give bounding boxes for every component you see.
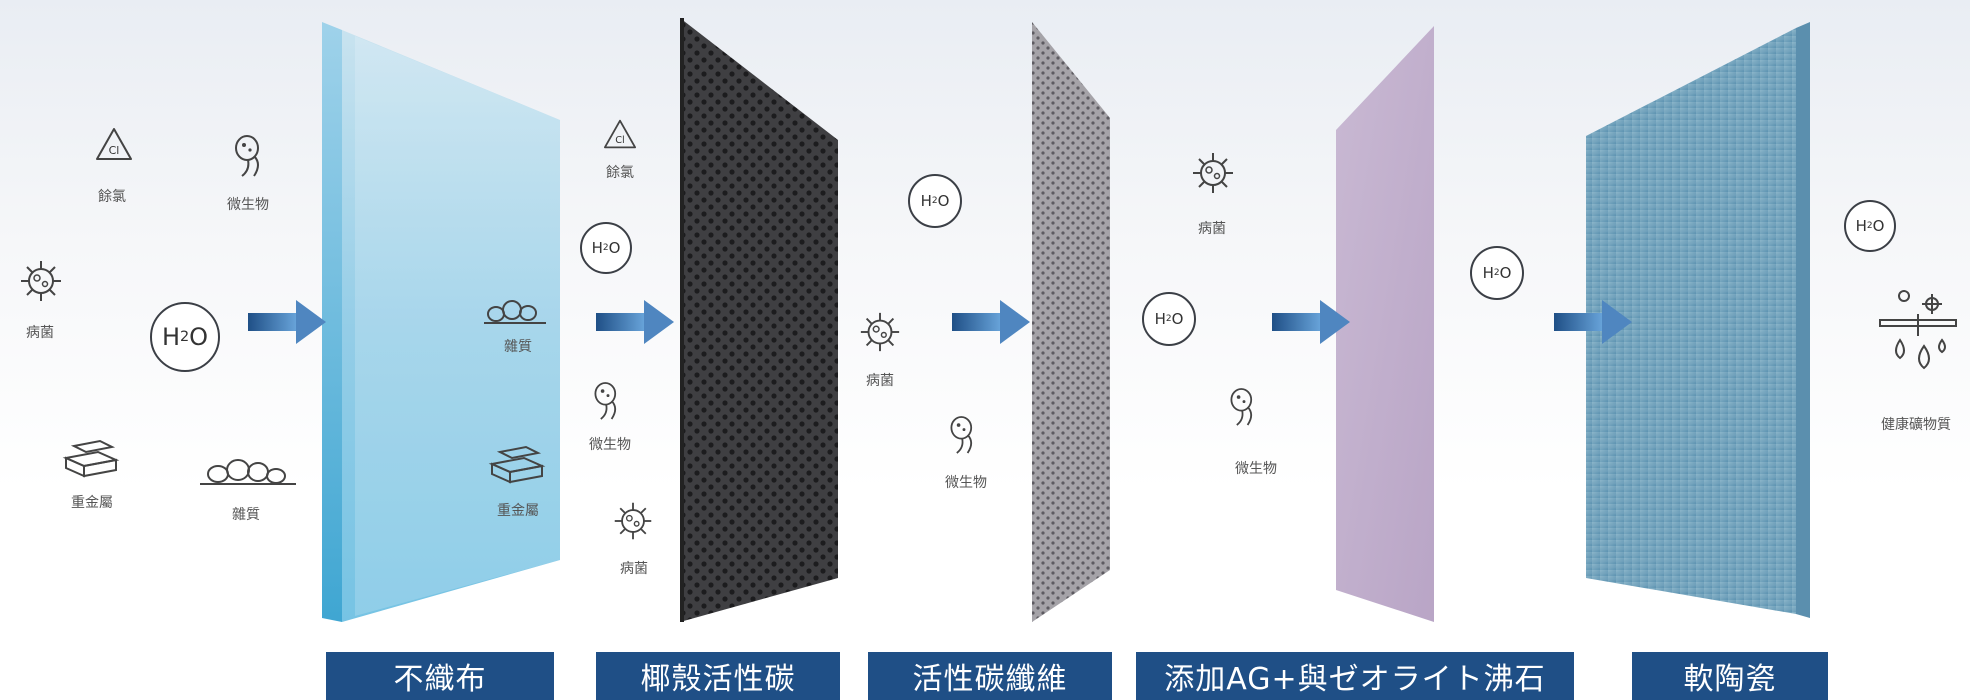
chlorine-label: 餘氯 [606,165,634,181]
bacteria-label: 病菌 [866,373,894,389]
filter-nonwoven-edge [322,22,342,622]
minerals-label: 健康礦物質 [1881,417,1951,433]
microbe-label: 微生物 [589,437,631,453]
microbe-label: 微生物 [1235,461,1277,477]
caption-carbon-fiber: 活性碳纖維 [868,652,1112,700]
minerals-icon [1879,290,1957,370]
bacteria-icon [860,312,900,352]
microbe-icon [594,382,617,420]
caption-zeolite: 添加AG+與ゼオライト沸石 [1136,652,1574,700]
microbe-label: 微生物 [227,197,269,213]
impurity-icon [484,300,546,324]
flow-arrow-icon [1272,300,1350,344]
bacteria-label: 病菌 [26,325,54,341]
chlorine-icon: Cl [603,119,636,149]
filter-ceramic-edge [1796,22,1810,618]
microbe-icon [1230,388,1253,426]
impurity-label: 雜質 [504,339,532,355]
bacteria-icon [21,261,61,301]
microbe-icon [235,135,259,177]
flow-arrow-icon [1554,300,1632,344]
microbe-label: 微生物 [945,475,987,491]
filter-carbon-fiber [1032,22,1110,622]
chlorine-label: 餘氯 [98,189,126,205]
microbe-icon [950,416,973,454]
impurity-icon [200,459,296,485]
bacteria-icon [614,502,652,540]
caption-nonwoven: 不織布 [326,652,554,700]
filter-nonwoven [342,30,560,622]
caption-ceramic: 軟陶瓷 [1632,652,1828,700]
filter-coconut-carbon [680,18,838,622]
bacteria-label: 病菌 [620,561,648,577]
heavy-metal-icon [62,439,120,478]
chlorine-icon: Cl [96,128,132,160]
cl-symbol: Cl [615,135,625,146]
cl-symbol: Cl [109,144,120,157]
filter-zeolite [1336,26,1434,622]
flow-arrow-icon [248,300,326,344]
heavy-metal-label: 重金屬 [497,503,539,519]
heavy-metal-label: 重金屬 [71,495,113,511]
flow-arrow-icon [596,300,674,344]
bacteria-icon [1193,153,1233,193]
impurity-label: 雜質 [232,507,260,523]
filter-ceramic [1586,28,1796,614]
bacteria-label: 病菌 [1198,221,1226,237]
heavy-metal-icon [488,445,546,484]
flow-arrow-icon [952,300,1030,344]
caption-coconut-carbon: 椰殼活性碳 [596,652,840,700]
